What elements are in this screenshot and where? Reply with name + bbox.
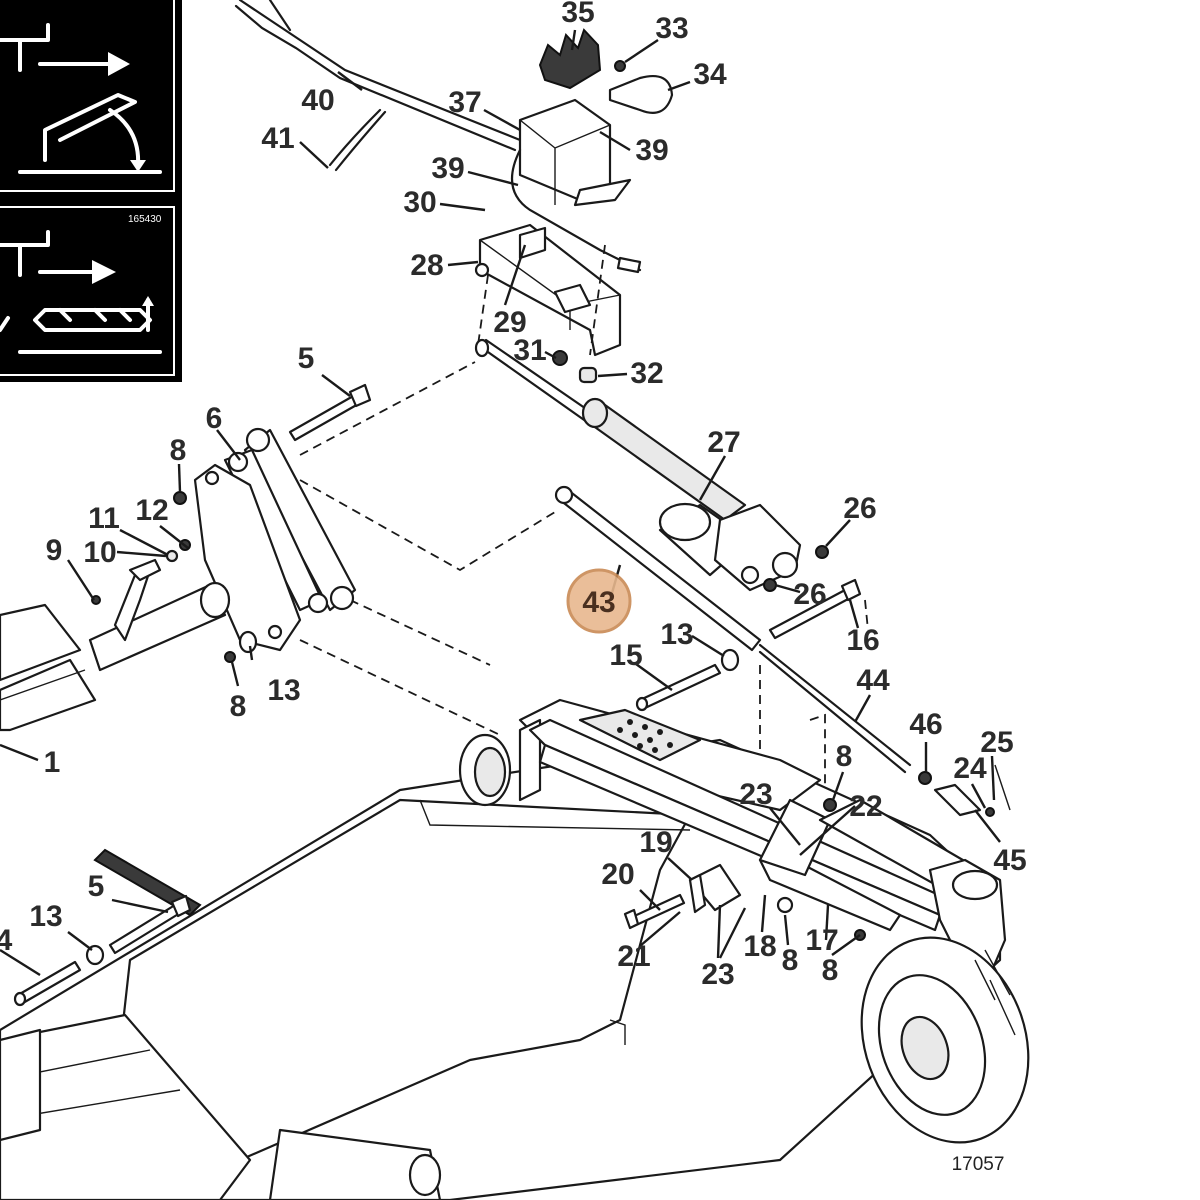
spring-9 <box>113 558 162 642</box>
callout-37[interactable]: 37 <box>448 86 481 119</box>
callout-4[interactable]: 4 <box>0 924 13 957</box>
callout-33[interactable]: 33 <box>655 12 688 45</box>
callout-46[interactable]: 46 <box>909 708 942 741</box>
callout-23b[interactable]: 23 <box>701 958 734 991</box>
washer-13 <box>720 648 740 672</box>
callout-17[interactable]: 17 <box>805 924 838 957</box>
callout-18[interactable]: 18 <box>743 930 776 963</box>
callout-13-lower[interactable]: 13 <box>29 900 62 933</box>
front-roller <box>458 733 512 807</box>
callout-6[interactable]: 6 <box>206 402 223 435</box>
highlight-marker-43[interactable] <box>566 568 632 634</box>
callout-9[interactable]: 9 <box>46 534 63 567</box>
callout-8-lower[interactable]: 8 <box>782 944 799 977</box>
leader-lines <box>0 29 1001 977</box>
relay-module <box>518 98 632 207</box>
callout-5[interactable]: 5 <box>298 342 315 375</box>
wire-connector <box>510 148 642 274</box>
rear-handle-tube <box>93 848 202 917</box>
callout-16[interactable]: 16 <box>846 624 879 657</box>
callout-24[interactable]: 24 <box>953 752 987 785</box>
pivot-tube <box>88 581 231 672</box>
callout-15[interactable]: 15 <box>609 639 642 672</box>
front-frame <box>528 718 982 932</box>
callout-34[interactable]: 34 <box>693 58 727 91</box>
callout-5-lower[interactable]: 5 <box>88 870 105 903</box>
callout-27[interactable]: 27 <box>707 426 740 459</box>
callout-31[interactable]: 31 <box>513 334 546 367</box>
nut-26 <box>815 545 829 559</box>
callout-43[interactable]: 43 <box>582 586 615 619</box>
callout-19[interactable]: 19 <box>639 826 672 859</box>
nut-8 <box>173 491 187 505</box>
bracket-19 <box>688 873 707 914</box>
callout-35[interactable]: 35 <box>561 0 594 29</box>
callout-26[interactable]: 26 <box>843 492 876 525</box>
callout-32[interactable]: 32 <box>630 357 663 390</box>
caster-wheel <box>860 858 1030 1144</box>
bolt-16 <box>768 578 862 640</box>
callout-1[interactable]: 1 <box>44 746 61 779</box>
deck-left-section <box>0 603 97 732</box>
bolt-5-lower <box>108 894 192 955</box>
lift-rod-43 <box>554 485 912 774</box>
callout-20[interactable]: 20 <box>601 858 634 891</box>
callout-21[interactable]: 21 <box>617 940 650 973</box>
pin-4 <box>13 960 82 1007</box>
callout-11[interactable]: 11 <box>88 502 120 535</box>
callout-28[interactable]: 28 <box>410 249 443 282</box>
callout-23[interactable]: 23 <box>739 778 772 811</box>
callout-13[interactable]: 13 <box>660 618 693 651</box>
callout-39b[interactable]: 39 <box>635 134 668 167</box>
callout-22[interactable]: 22 <box>849 790 882 823</box>
callout-8-upper[interactable]: 8 <box>170 434 187 467</box>
callout-45[interactable]: 45 <box>993 844 1026 877</box>
decal-number: 165430 <box>128 214 162 225</box>
callout-8-front[interactable]: 8 <box>836 740 853 773</box>
callout-8-wheel[interactable]: 8 <box>822 954 839 987</box>
callout-39[interactable]: 39 <box>431 152 464 185</box>
deck-raised-icon <box>43 93 137 162</box>
lever-icon-2 <box>0 230 50 277</box>
callout-13-left[interactable]: 13 <box>267 674 300 707</box>
mount-bracket-28 <box>474 223 622 357</box>
arrow-head-icon <box>108 52 130 76</box>
nut-8-front <box>823 798 837 812</box>
fastener-31 <box>552 350 568 366</box>
nut-46 <box>918 771 932 785</box>
pivot-plate <box>193 463 302 652</box>
lever-icon <box>0 23 50 72</box>
callout-labels: 35 33 34 40 37 41 39 39 30 28 29 31 32 5… <box>0 0 1027 991</box>
figure-number: 17057 <box>952 1154 1005 1175</box>
callout-30[interactable]: 30 <box>403 186 436 219</box>
callout-44[interactable]: 44 <box>856 664 890 697</box>
callout-40[interactable]: 40 <box>301 84 334 117</box>
callout-41[interactable]: 41 <box>261 122 294 155</box>
pin-15 <box>635 663 722 712</box>
tie-strap <box>328 108 382 167</box>
callout-10[interactable]: 10 <box>83 536 116 569</box>
callout-26b[interactable]: 26 <box>793 578 826 611</box>
plate-45 <box>933 783 982 817</box>
cable-harness <box>234 0 522 172</box>
instruction-decal: 165430 <box>0 0 182 382</box>
callout-29[interactable]: 29 <box>493 306 526 339</box>
connector-35 <box>538 28 602 90</box>
bumper-32 <box>578 366 598 384</box>
bolt-20 <box>623 893 686 930</box>
callout-8-left[interactable]: 8 <box>230 690 247 723</box>
bolt-5-top <box>288 383 372 442</box>
mower-deck <box>0 698 1002 1200</box>
callout-12[interactable]: 12 <box>135 494 168 527</box>
clamp-34 <box>608 60 674 114</box>
nut-26b <box>763 578 777 592</box>
left-caster <box>0 1028 442 1200</box>
callout-25[interactable]: 25 <box>980 726 1013 759</box>
